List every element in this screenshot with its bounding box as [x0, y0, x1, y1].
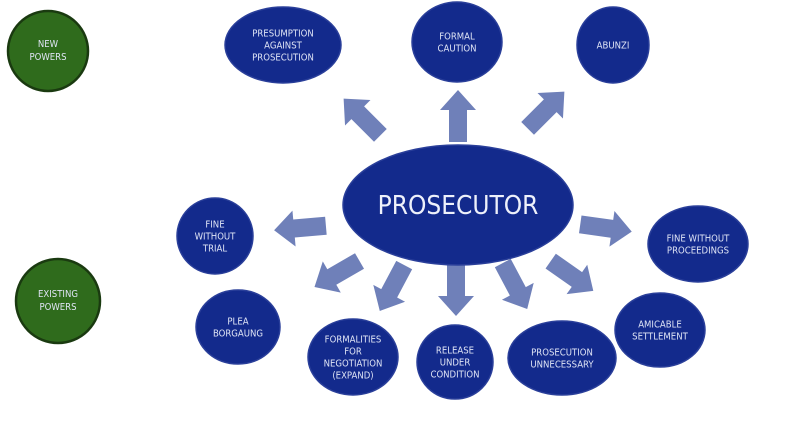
- new-power-node: ABUNZI: [576, 6, 650, 84]
- node-ellipse: [614, 292, 706, 368]
- node-label-line: ABUNZI: [597, 41, 630, 52]
- node-ellipse: [224, 6, 342, 84]
- arrow-icon: [274, 210, 327, 247]
- node-label-line: BORGAUNG: [213, 329, 263, 340]
- legend-label: NEW: [38, 39, 59, 50]
- node-label-line: PRESUMPTION: [252, 29, 314, 40]
- arrow-icon: [579, 211, 632, 247]
- node-label-line: AGAINST: [264, 41, 302, 52]
- legend-label: POWERS: [29, 52, 66, 63]
- prosecutor-ellipse: [342, 144, 574, 266]
- existing-powers-circle: [14, 257, 102, 345]
- arrow-icon: [343, 98, 387, 142]
- node-label-line: CAUTION: [438, 44, 477, 55]
- node-label-line: FINE WITHOUT: [667, 234, 731, 245]
- legend-existing-powers: EXISTING POWERS: [14, 257, 102, 345]
- node-label-line: UNNECESSARY: [530, 360, 594, 371]
- new-powers-circle: [6, 9, 90, 93]
- center-node: PROSECUTOR: [342, 144, 574, 266]
- node-label-line: PROCEEDINGS: [667, 246, 729, 257]
- node-label-line: FORMAL: [439, 32, 475, 43]
- legend-new-powers: NEW POWERS: [6, 9, 90, 93]
- node-label-line: PROSECUTION: [252, 53, 314, 64]
- arrow-icon: [314, 253, 365, 293]
- node-label-line: CONDITION: [430, 370, 479, 381]
- legend-label: POWERS: [39, 302, 76, 313]
- node-ellipse: [507, 320, 617, 396]
- arrow-icon: [373, 260, 413, 311]
- node-label: ABUNZI: [597, 41, 630, 52]
- node-ellipse: [195, 289, 281, 365]
- node-label-line: UNDER: [440, 358, 471, 369]
- node-label-line: NEGOTIATION: [324, 359, 383, 370]
- node-label-line: AMICABLE: [638, 320, 682, 331]
- node-label-line: PROSECUTION: [531, 348, 593, 359]
- arrows: [274, 90, 632, 316]
- node-label-line: FORMALITIES: [325, 335, 382, 346]
- node-label-line: (EXPAND): [332, 371, 373, 382]
- arrow-icon: [440, 90, 476, 142]
- node-ellipse: [411, 1, 503, 83]
- node-label-line: WITHOUT: [195, 232, 237, 243]
- node-ellipse: [307, 318, 399, 396]
- arrow-icon: [521, 91, 565, 135]
- node-label-line: PLEA: [227, 317, 248, 328]
- node-label-line: SETTLEMENT: [632, 332, 688, 343]
- node-label-line: FINE: [205, 220, 224, 231]
- arrow-icon: [438, 264, 474, 316]
- legend-label: EXISTING: [38, 289, 78, 300]
- node-label-line: RELEASE: [436, 346, 474, 357]
- arrow-icon: [494, 258, 534, 309]
- node-ellipse: [576, 6, 650, 84]
- node-ellipse: [647, 205, 749, 283]
- center-label: PROSECUTOR: [378, 191, 539, 221]
- node-ellipse: [176, 197, 254, 275]
- node-ellipse: [416, 324, 494, 400]
- node-label-line: TRIAL: [202, 244, 228, 255]
- arrow-icon: [545, 253, 594, 295]
- node-label-line: FOR: [344, 347, 362, 358]
